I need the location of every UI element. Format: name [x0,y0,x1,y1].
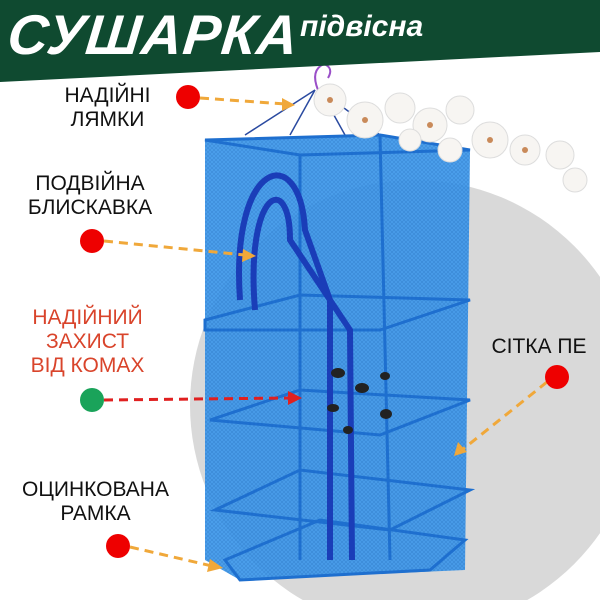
feature-galvanized-frame: ОЦИНКОВАНА РАМКА [8,478,183,526]
feature-line: РАМКА [60,502,131,525]
feature-line: БЛИСКАВКА [27,196,153,219]
page-title: СУШАРКА [4,3,303,66]
feature-pe-mesh: СІТКА ПЕ [480,335,598,359]
feature-line: НАДІЙНИЙ [32,306,143,329]
feature-line: СІТКА ПЕ [491,335,587,358]
insects [327,368,392,434]
arrowheads [207,98,467,572]
feature-line: ПОДВІЙНА [35,172,145,195]
feature-straps: НАДІЙНІ ЛЯМКИ [50,84,165,132]
feature-line: ЗАХИСТ [45,330,130,353]
feature-line: ВІД КОМАХ [30,354,145,377]
callout-dots [80,85,569,558]
feature-line: ЛЯМКИ [70,108,145,131]
feature-zipper: ПОДВІЙНА БЛИСКАВКА [10,172,170,220]
callout-arrows [103,96,548,568]
zipper [236,172,355,561]
header-banner [0,0,600,82]
page-subtitle: підвісна [300,10,424,43]
feature-line: НАДІЙНІ [64,84,151,107]
hanging-dryer-net [203,133,476,582]
feature-line: ОЦИНКОВАНА [22,478,169,501]
feature-insect-protection: НАДІЙНИЙ ЗАХИСТ ВІД КОМАХ [10,306,165,378]
